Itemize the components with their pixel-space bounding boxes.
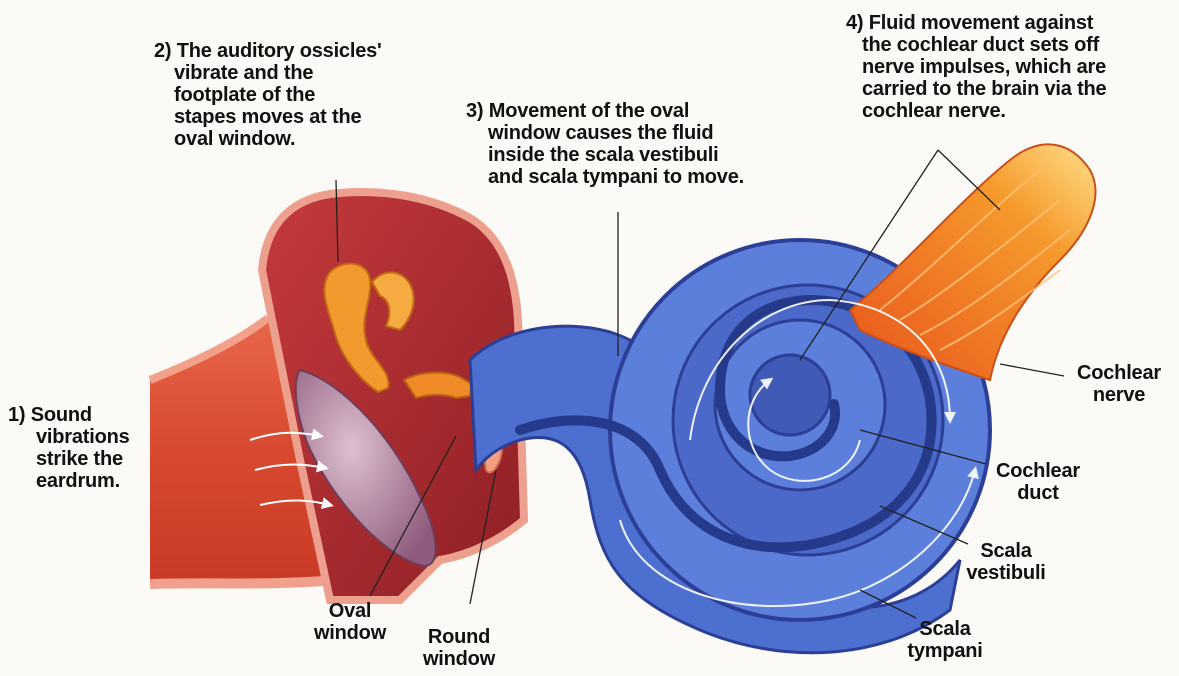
ear-canal-lower-wall — [150, 580, 340, 584]
cochlear-duct-line-2: duct — [986, 482, 1090, 504]
step2-line-5: oval window. — [154, 128, 382, 150]
scala-vestibuli-line-1: Scala — [956, 540, 1056, 562]
cochlear-nerve-line-1: Cochlear — [1064, 362, 1174, 384]
scala-tympani-line-1: Scala — [900, 618, 990, 640]
scala-vestibuli-line-2: vestibuli — [956, 562, 1056, 584]
scala-tympani-line-2: tympani — [900, 640, 990, 662]
step4-line-2: the cochlear duct sets off — [846, 34, 1106, 56]
round-window-line-1: Round — [404, 626, 514, 648]
leader-cochlear-nerve — [1000, 364, 1064, 376]
step3-line-2: window causes the fluid — [466, 122, 744, 144]
step2-line-1: 2) The auditory ossicles' — [154, 40, 382, 62]
step3-label: 3) Movement of the oval window causes th… — [466, 100, 744, 188]
step1-label: 1) Sound vibrations strike the eardrum. — [8, 404, 130, 492]
scala-vestibuli-label: Scala vestibuli — [956, 540, 1056, 584]
cochlea-apex — [750, 355, 830, 435]
cochlear-duct-label: Cochlear duct — [986, 460, 1090, 504]
step3-line-1: 3) Movement of the oval — [466, 100, 744, 122]
step4-label: 4) Fluid movement against the cochlear d… — [846, 12, 1106, 122]
step1-line-4: eardrum. — [8, 470, 130, 492]
round-window-line-2: window — [404, 648, 514, 670]
step2-line-4: stapes moves at the — [154, 106, 382, 128]
step2-line-3: footplate of the — [154, 84, 382, 106]
step4-line-4: carried to the brain via the — [846, 78, 1106, 100]
step3-line-4: and scala tympani to move. — [466, 166, 744, 188]
step4-line-1: 4) Fluid movement against — [846, 12, 1106, 34]
oval-window-line-1: Oval — [300, 600, 400, 622]
step4-line-3: nerve impulses, which are — [846, 56, 1106, 78]
step1-line-1: 1) Sound — [8, 404, 130, 426]
step1-line-2: vibrations — [8, 426, 130, 448]
step4-line-5: cochlear nerve. — [846, 100, 1106, 122]
step2-line-2: vibrate and the — [154, 62, 382, 84]
step3-line-3: inside the scala vestibuli — [466, 144, 744, 166]
step2-label: 2) The auditory ossicles' vibrate and th… — [154, 40, 382, 150]
round-window-label: Round window — [404, 626, 514, 670]
step1-line-3: strike the — [8, 448, 130, 470]
oval-window-label: Oval window — [300, 600, 400, 644]
cochlear-duct-line-1: Cochlear — [986, 460, 1090, 482]
scala-tympani-label: Scala tympani — [900, 618, 990, 662]
cochlear-nerve-label: Cochlear nerve — [1064, 362, 1174, 406]
oval-window-line-2: window — [300, 622, 400, 644]
cochlear-nerve-line-2: nerve — [1064, 384, 1174, 406]
